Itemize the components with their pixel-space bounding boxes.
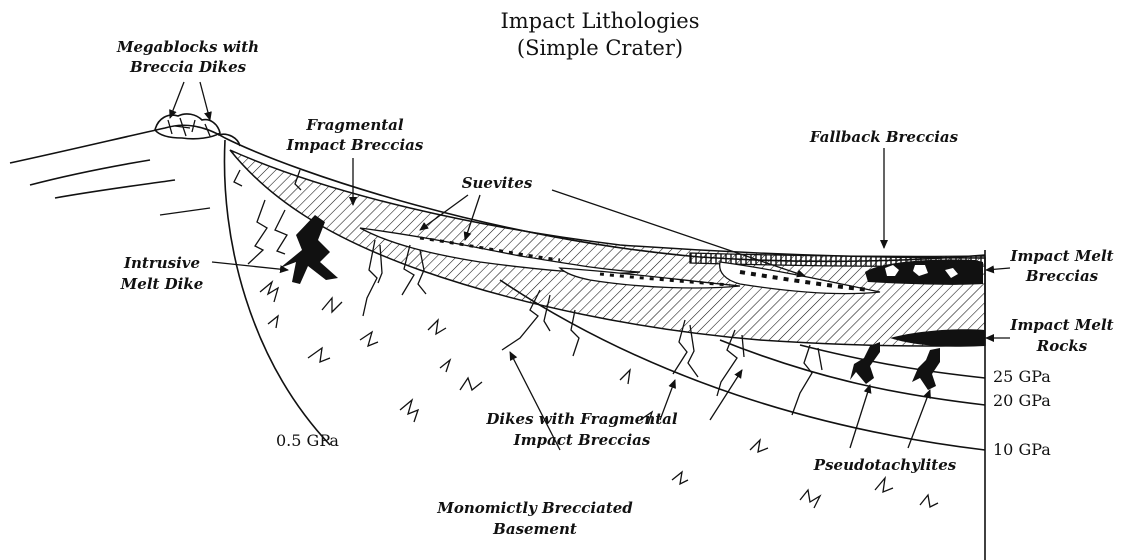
megablocks: [155, 114, 240, 146]
arrow-megablocks-2: [200, 82, 210, 120]
arrow-pseudo-1: [850, 385, 870, 448]
title-line-1: Impact Lithologies: [500, 9, 699, 33]
label-megablocks-2: Breccia Dikes: [129, 58, 247, 76]
label-intrusive-1: Intrusive: [123, 254, 200, 272]
label-0-5-gpa: 0.5 GPa: [276, 431, 339, 450]
label-25-gpa: 25 GPa: [993, 367, 1051, 386]
label-fallback-breccias: Fallback Breccias: [809, 128, 959, 146]
label-fragmental-2: Impact Breccias: [286, 136, 424, 154]
label-pseudotachylites: Pseudotachylites: [813, 456, 957, 474]
label-dikes-1: Dikes with Fragmental: [485, 410, 677, 428]
label-melt-rocks-1: Impact Melt: [1009, 316, 1113, 334]
label-megablocks-1: Megablocks with: [116, 38, 259, 56]
arrow-megablocks-1: [170, 82, 184, 118]
fragmental-breccia-layer: [230, 150, 985, 346]
label-fragmental-1: Fragmental: [305, 116, 403, 134]
title-line-2: (Simple Crater): [517, 36, 683, 60]
label-basement-2: Basement: [492, 520, 577, 538]
label-melt-breccias-2: Breccias: [1025, 267, 1099, 285]
label-intrusive-2: Melt Dike: [120, 275, 204, 293]
arrow-intrusive-dike: [212, 262, 288, 270]
arrow-pseudo-2: [908, 390, 930, 448]
label-basement-1: Monomictly Brecciated: [436, 499, 633, 517]
label-melt-breccias-1: Impact Melt: [1009, 247, 1113, 265]
label-20-gpa: 20 GPa: [993, 391, 1051, 410]
label-dikes-2: Impact Breccias: [513, 431, 651, 449]
label-suevites: Suevites: [462, 174, 533, 192]
label-melt-rocks-2: Rocks: [1036, 337, 1088, 355]
arrow-melt-breccias: [986, 268, 1010, 270]
contour-25-gpa: [800, 345, 985, 378]
label-10-gpa: 10 GPa: [993, 440, 1051, 459]
